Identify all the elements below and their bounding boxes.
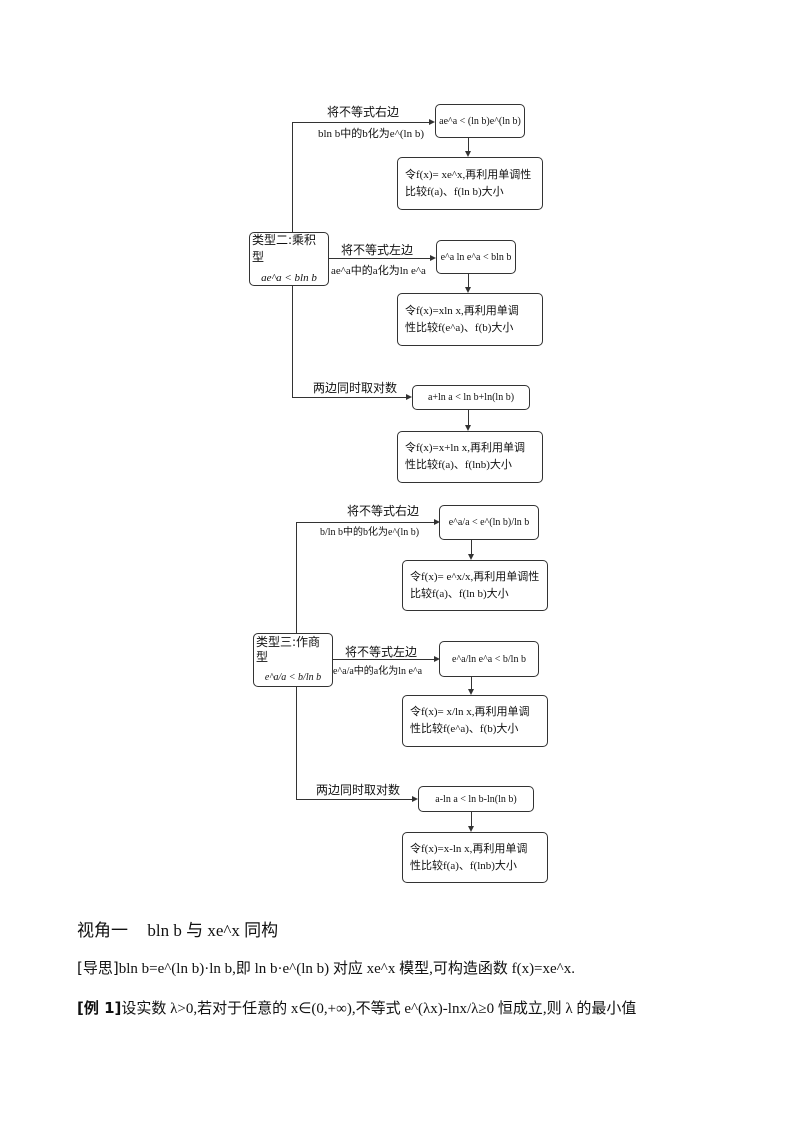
connector-line: [292, 122, 429, 123]
type3-left-method-box: 令f(x)= x/ln x,再利用单调 性比较f(e^a)、f(b)大小: [402, 695, 548, 747]
type2-left-method-box: 令f(x)=xln x,再利用单调 性比较f(e^a)、f(b)大小: [397, 293, 543, 346]
label-top: 将不等式左边: [341, 243, 414, 257]
arrow-down-icon: [468, 689, 474, 695]
connector-line: [292, 397, 406, 398]
method-line2: 比较f(a)、f(ln b)大小: [405, 185, 504, 198]
connector-line: [296, 522, 434, 523]
connector-line: [296, 686, 297, 799]
label-log: 两边同时取对数: [313, 381, 398, 395]
arrow-right-icon: [406, 394, 412, 400]
result-formula: e^a/ln e^a < b/ln b: [452, 653, 526, 665]
example-body: 设实数 λ>0,若对于任意的 x∈(0,+∞),不等式 e^(λx)-lnx/λ…: [121, 1001, 637, 1017]
arrow-right-icon: [412, 796, 418, 802]
connector-line: [471, 677, 472, 689]
example-tag: [例 1]: [77, 999, 122, 1017]
guide-tag: [导思]: [77, 959, 119, 977]
connector-line: [468, 410, 469, 425]
type2-left-result-box: e^a ln e^a < bln b: [436, 240, 516, 274]
type2-log-method-box: 令f(x)=x+ln x,再利用单调 性比较f(a)、f(lnb)大小: [397, 431, 543, 483]
type2-log-result-box: a+ln a < ln b+ln(ln b): [412, 385, 530, 410]
method-line2: 性比较f(e^a)、f(b)大小: [405, 321, 514, 334]
type2-root-box: 类型二:乘积型 ae^a < bln b: [249, 232, 329, 286]
type2-right-result-box: ae^a < (ln b)e^(ln b): [435, 104, 525, 138]
method-line1: 令f(x)=x-ln x,再利用单调: [410, 842, 528, 855]
arrow-down-icon: [468, 554, 474, 560]
guide-paragraph: [导思]bln b=e^(ln b)·ln b,即 ln b·e^(ln b) …: [77, 957, 575, 978]
result-formula: ae^a < (ln b)e^(ln b): [439, 115, 521, 127]
method-line2: 性比较f(a)、f(lnb)大小: [410, 859, 517, 872]
connector-line: [471, 540, 472, 554]
label-bottom: b/ln b中的b化为e^(ln b): [320, 527, 420, 538]
type3-left-result-box: e^a/ln e^a < b/ln b: [439, 641, 539, 677]
arrow-down-icon: [465, 287, 471, 293]
label-bottom: bln b中的b化为e^(ln b): [318, 128, 424, 140]
type3-right-method-box: 令f(x)= e^x/x,再利用单调性 比较f(a)、f(ln b)大小: [402, 560, 548, 611]
method-line2: 比较f(a)、f(ln b)大小: [410, 587, 509, 600]
arrow-down-icon: [465, 425, 471, 431]
guide-body: bln b=e^(ln b)·ln b,即 ln b·e^(ln b) 对应 x…: [118, 961, 575, 977]
result-formula: e^a ln e^a < bln b: [440, 251, 512, 263]
connector-line: [471, 812, 472, 826]
type3-root-box: 类型三:作商型 e^a/a < b/ln b: [253, 633, 333, 687]
arrow-right-icon: [434, 656, 440, 662]
label-top: 将不等式右边: [347, 504, 420, 518]
method-line1: 令f(x)=xln x,再利用单调: [405, 304, 519, 317]
section-heading: 视角一 bln b 与 xe^x 同构: [77, 916, 278, 941]
connector-line: [296, 799, 412, 800]
label-log: 两边同时取对数: [316, 783, 401, 797]
type3-log-method-box: 令f(x)=x-ln x,再利用单调 性比较f(a)、f(lnb)大小: [402, 832, 548, 883]
connector-line: [292, 285, 293, 397]
method-line1: 令f(x)=x+ln x,再利用单调: [405, 442, 525, 454]
label-bottom: ae^a中的a化为ln e^a: [331, 265, 426, 277]
connector-line: [296, 522, 297, 633]
label-bottom: e^a/a中的a化为ln e^a: [333, 666, 423, 677]
type2-right-method-box: 令f(x)= xe^x,再利用单调性 比较f(a)、f(ln b)大小: [397, 157, 543, 210]
method-line1: 令f(x)= x/ln x,再利用单调: [410, 706, 530, 718]
connector-line: [328, 258, 430, 259]
result-formula: a+ln a < ln b+ln(ln b): [427, 392, 515, 403]
method-line2: 性比较f(a)、f(lnb)大小: [405, 459, 512, 471]
method-line1: 令f(x)= e^x/x,再利用单调性: [410, 570, 540, 583]
result-formula: e^a/a < e^(ln b)/ln b: [448, 517, 530, 528]
type3-title: 类型三:作商型: [256, 634, 321, 664]
arrow-right-icon: [429, 119, 435, 125]
type2-formula: ae^a < bln b: [261, 271, 317, 284]
method-line1: 令f(x)= xe^x,再利用单调性: [405, 168, 532, 181]
connector-line: [332, 659, 434, 660]
example-paragraph: [例 1]设实数 λ>0,若对于任意的 x∈(0,+∞),不等式 e^(λx)-…: [77, 997, 636, 1018]
arrow-right-icon: [434, 519, 440, 525]
heading-prefix: 视角一: [77, 921, 128, 941]
connector-line: [468, 138, 469, 151]
type2-title: 类型二:乘积型: [252, 232, 317, 264]
arrow-down-icon: [468, 826, 474, 832]
result-formula: a-ln a < ln b-ln(ln b): [435, 793, 517, 805]
type3-formula: e^a/a < b/ln b: [264, 671, 322, 683]
connector-line: [468, 274, 469, 287]
arrow-right-icon: [430, 255, 436, 261]
label-top: 将不等式左边: [345, 645, 418, 659]
connector-line: [292, 122, 293, 232]
type3-right-result-box: e^a/a < e^(ln b)/ln b: [439, 505, 539, 540]
type3-log-result-box: a-ln a < ln b-ln(ln b): [418, 786, 534, 812]
label-top: 将不等式右边: [327, 105, 400, 119]
heading-formula: bln b 与 xe^x 同构: [147, 921, 279, 940]
method-line2: 性比较f(e^a)、f(b)大小: [410, 723, 519, 735]
arrow-down-icon: [465, 151, 471, 157]
